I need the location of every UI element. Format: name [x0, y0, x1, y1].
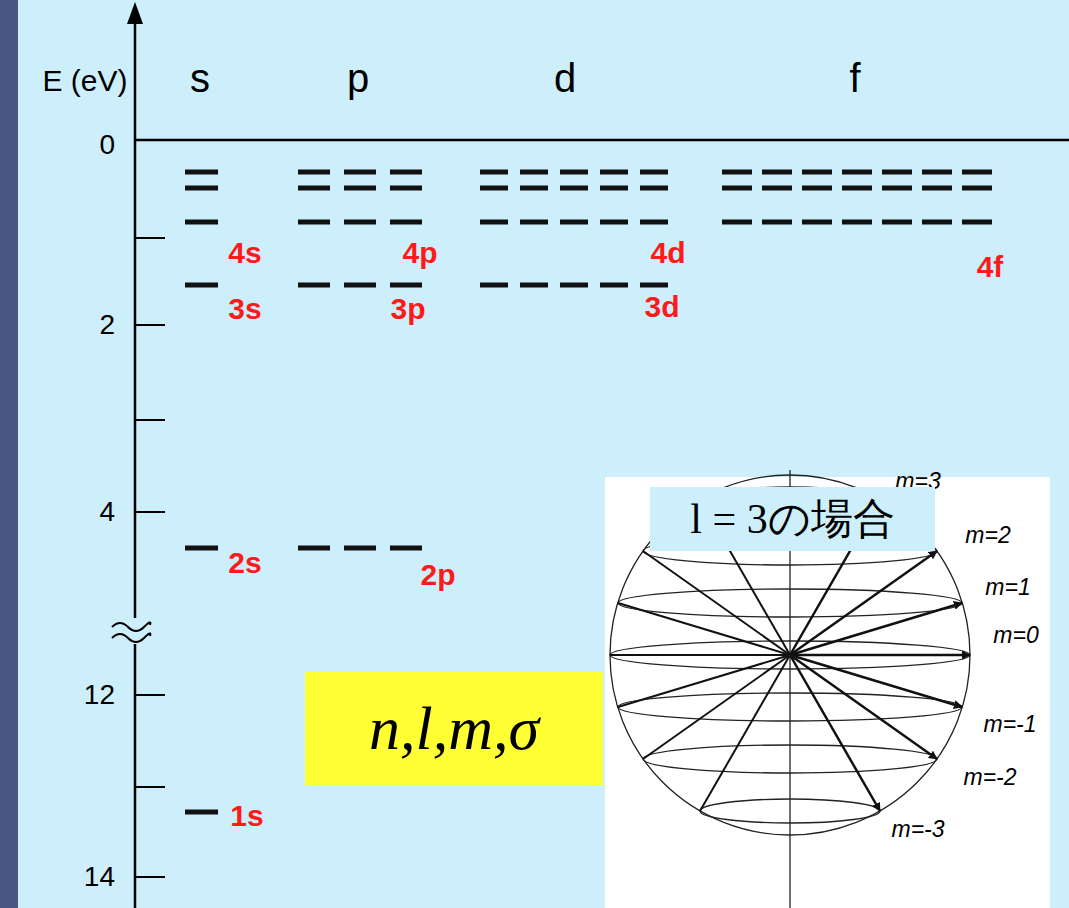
axis-title: E (eV)	[42, 64, 127, 97]
orbital-label: 4d	[650, 236, 685, 269]
orbital-label: 4p	[402, 236, 437, 269]
column-heading: p	[347, 56, 369, 100]
axis-number: 2	[99, 310, 115, 341]
orbital-label: 3p	[390, 292, 425, 325]
orbital-label: 4s	[228, 236, 261, 269]
orbital-label: 1s	[230, 799, 263, 832]
node-text: n,l,m,σ	[369, 693, 539, 764]
case-heading-box: l = 3の場合	[650, 487, 935, 551]
quantum-number-label: m=-3	[891, 817, 944, 842]
orbital-label: 3s	[228, 292, 261, 325]
quantum-numbers-box: n,l,m,σ	[305, 672, 603, 785]
quantum-number-label: m=-2	[963, 765, 1016, 790]
column-heading: d	[554, 56, 576, 100]
quantum-number-label: m=-1	[983, 712, 1036, 737]
axis-number: 4	[99, 497, 115, 528]
axis-number: 12	[84, 680, 115, 711]
orbital-label: 4f	[977, 250, 1004, 283]
axis-number: 14	[84, 862, 115, 893]
orbital-label: 2s	[228, 546, 261, 579]
axis-arrowhead	[127, 2, 143, 24]
vector-sphere	[610, 470, 970, 908]
axis-ticks	[135, 238, 165, 877]
orbital-label: 3d	[644, 290, 679, 323]
axis-break-symbol	[112, 622, 150, 642]
zero-line	[135, 139, 1069, 142]
quantum-number-label: m=2	[965, 523, 1010, 548]
sphere-panel	[605, 477, 1050, 908]
node-text: l = 3の場合	[690, 491, 894, 547]
axis-number: 0	[99, 130, 115, 161]
column-heading: f	[849, 56, 860, 100]
column-heading: s	[190, 56, 210, 100]
quantum-number-label: m=1	[985, 575, 1030, 600]
energy-axis	[134, 20, 137, 908]
quantum-number-label: m=0	[993, 623, 1038, 648]
orbital-label: 2p	[420, 558, 455, 591]
